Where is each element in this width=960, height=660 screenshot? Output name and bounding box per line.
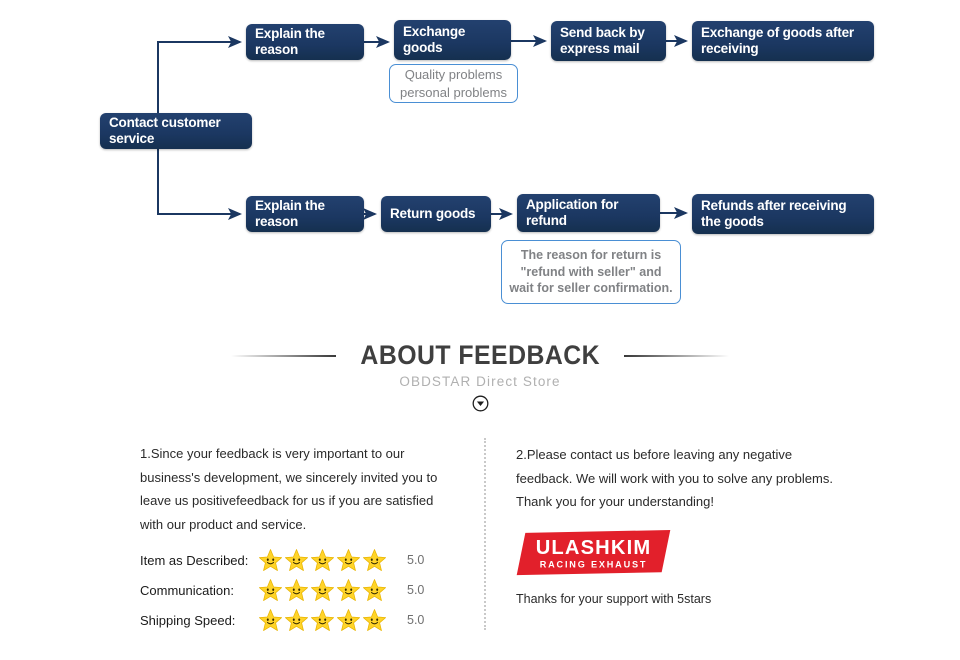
callout-line: Quality problems	[404, 67, 503, 83]
star-icon	[284, 608, 309, 631]
flow-node-refund-application[interactable]: Application for refund	[517, 194, 660, 232]
store-name: OBDSTAR Direct Store	[399, 374, 561, 389]
flow-node-exchange-received[interactable]: Exchange of goods after receiving	[692, 21, 874, 61]
star-icon	[336, 548, 361, 571]
flow-node-label: Exchange of goods after receiving	[701, 25, 854, 56]
flow-node-sendback[interactable]: Send back by express mail	[551, 21, 666, 61]
star-icon	[258, 548, 283, 571]
star-icon	[284, 578, 309, 601]
star-icon	[258, 608, 283, 631]
star-icon	[336, 608, 361, 631]
rating-label: Shipping Speed:	[140, 612, 236, 628]
callout-line: wait for seller confirmation.	[509, 281, 673, 296]
logo-brand-name: ULASHKIM	[536, 537, 652, 559]
rating-label: Communication:	[140, 582, 234, 598]
flow-node-return-goods[interactable]: Return goods	[381, 196, 491, 232]
star-icon	[258, 578, 283, 601]
column-divider	[484, 438, 486, 630]
callout-refund-reason: The reason for return is "refund with se…	[501, 240, 681, 304]
star-rating-shipping-speed	[258, 608, 393, 633]
star-icon	[310, 548, 335, 571]
star-icon	[362, 578, 387, 601]
rating-score: 5.0	[407, 583, 425, 597]
star-icon	[336, 578, 361, 601]
thanks-message: Thanks for your support with 5stars	[516, 592, 712, 606]
flow-node-label: Explain the reason	[255, 26, 325, 57]
callout-line: "refund with seller" and	[520, 264, 662, 279]
page-title: ABOUT FEEDBACK	[360, 340, 600, 370]
header-rule-left	[230, 354, 336, 357]
flow-node-exchange[interactable]: Exchange goods	[394, 20, 511, 60]
brand-logo-block: ULASHKIM RACING EXHAUST Thanks for your …	[516, 530, 711, 606]
star-icon	[310, 608, 335, 631]
callout-line: The reason for return is	[520, 248, 662, 263]
logo-tagline: RACING EXHAUST	[540, 559, 648, 569]
star-icon	[310, 578, 335, 601]
flow-node-label: Exchange goods	[403, 24, 466, 55]
rating-score: 5.0	[407, 613, 425, 627]
star-rating-communication	[258, 578, 393, 603]
star-icon	[284, 548, 309, 571]
seller-ratings: Item as Described: 5.0 Communication: 5.…	[140, 545, 424, 635]
rating-row: Item as Described: 5.0	[140, 545, 424, 575]
about-feedback-header: ABOUT FEEDBACK OBDSTAR Direct Store	[0, 340, 960, 417]
rating-row: Shipping Speed: 5.0	[140, 605, 424, 635]
flow-node-refund-received[interactable]: Refunds after receiving the goods	[692, 194, 874, 234]
flow-node-contact[interactable]: Contact customer service	[100, 113, 252, 149]
flow-node-label: Refunds after receiving the goods	[701, 198, 847, 229]
rating-score: 5.0	[407, 553, 425, 567]
returns-exchange-flowchart: Contact customer service Explain the rea…	[0, 0, 960, 320]
flow-node-label: Application for refund	[526, 197, 619, 228]
flow-node-explain-1[interactable]: Explain the reason	[246, 24, 364, 60]
callout-line: personal problems	[400, 84, 507, 100]
flow-node-label: Contact customer service	[109, 115, 221, 146]
chevron-down-circle-icon	[472, 395, 488, 412]
star-rating-item-as-described	[258, 548, 393, 573]
flow-node-label: Return goods	[390, 206, 476, 222]
feedback-body: 1.Since your feedback is very important …	[0, 430, 960, 645]
flow-node-label: Send back by express mail	[560, 25, 645, 56]
feedback-paragraph-right: 2.Please contact us before leaving any n…	[516, 447, 833, 510]
star-icon	[362, 608, 387, 631]
flow-node-label: Explain the reason	[255, 198, 325, 229]
feedback-paragraph-left: 1.Since your feedback is very important …	[140, 446, 438, 532]
rating-row: Communication: 5.0	[140, 575, 424, 605]
header-rule-right	[624, 354, 730, 357]
star-icon	[362, 548, 387, 571]
flow-node-explain-2[interactable]: Explain the reason	[246, 196, 364, 232]
rating-label: Item as Described:	[140, 552, 249, 568]
callout-exchange-reasons: Quality problems personal problems	[389, 64, 518, 103]
ulashkim-logo: ULASHKIM RACING EXHAUST	[516, 530, 671, 576]
